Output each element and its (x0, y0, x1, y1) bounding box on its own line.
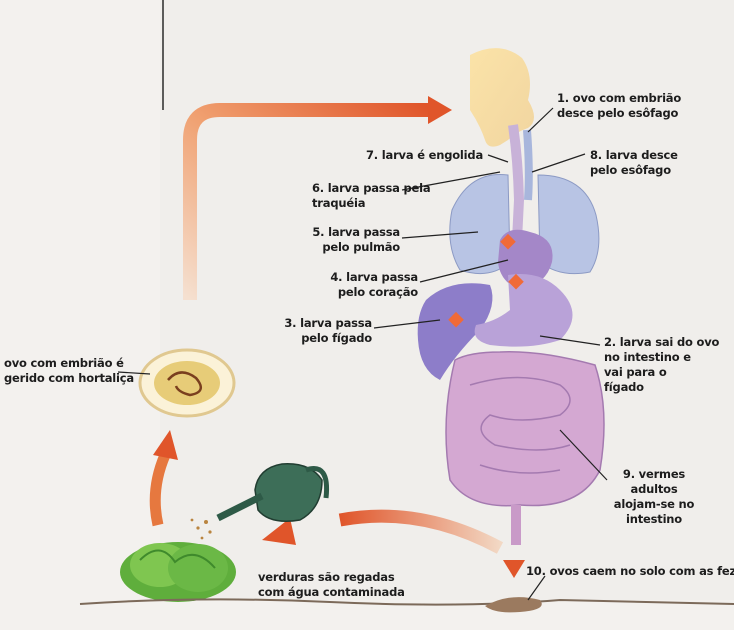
label-step8-line1: 8. larva desce (590, 148, 678, 163)
label-step5-line1: 5. larva passa (300, 225, 400, 240)
label-step8-line2: pelo esôfago (590, 163, 678, 178)
label-ingested: ovo com embrião é gerido com hortaliça (4, 356, 134, 386)
lettuce-icon (120, 542, 236, 602)
label-step10-line1: 10. ovos caem no solo com as fezes (526, 564, 734, 579)
label-step10: 10. ovos caem no solo com as fezes (526, 564, 734, 579)
label-watered-line1: verduras são regadas (258, 570, 405, 585)
label-step5-line2: pelo pulmão (300, 240, 400, 255)
label-step9-line2: adultos (608, 482, 700, 497)
label-step7-line1: 7. larva é engolida (366, 148, 483, 163)
label-step9: 9. vermes adultos alojam-se no intestino (608, 467, 700, 527)
label-step4: 4. larva passa pelo coração (318, 270, 418, 300)
label-step1-line2: desce pelo esôfago (557, 106, 681, 121)
label-step3-line2: pelo fígado (270, 331, 372, 346)
label-step6-line1: 6. larva passa pela (312, 181, 430, 196)
label-step2-line1: 2. larva sai do ovo (604, 335, 719, 350)
label-step3: 3. larva passa pelo fígado (270, 316, 372, 346)
label-step1-line1: 1. ovo com embrião (557, 91, 681, 106)
label-step4-line2: pelo coração (318, 285, 418, 300)
label-step2-line4: fígado (604, 380, 719, 395)
label-step1: 1. ovo com embrião desce pelo esôfago (557, 91, 681, 121)
label-step3-line1: 3. larva passa (270, 316, 372, 331)
label-ingested-line1: ovo com embrião é (4, 356, 134, 371)
label-ingested-line2: gerido com hortaliça (4, 371, 134, 386)
label-step4-line1: 4. larva passa (318, 270, 418, 285)
label-watered-line2: com água contaminada (258, 585, 405, 600)
label-step7: 7. larva é engolida (366, 148, 483, 163)
label-step9-line3: alojam-se no (608, 497, 700, 512)
label-step6-line2: traquéia (312, 196, 430, 211)
label-step2-line3: vai para o (604, 365, 719, 380)
label-step2-line2: no intestino e (604, 350, 719, 365)
label-step5: 5. larva passa pelo pulmão (300, 225, 400, 255)
label-step8: 8. larva desce pelo esôfago (590, 148, 678, 178)
egg-plate-icon (140, 350, 234, 416)
background-page-text (168, 4, 171, 23)
label-step9-line1: 9. vermes (608, 467, 700, 482)
label-watered: verduras são regadas com água contaminad… (258, 570, 405, 600)
trachea-icon (527, 130, 529, 200)
label-step2: 2. larva sai do ovo no intestino e vai p… (604, 335, 719, 395)
label-step6: 6. larva passa pela traquéia (312, 181, 430, 211)
label-step9-line4: intestino (608, 512, 700, 527)
